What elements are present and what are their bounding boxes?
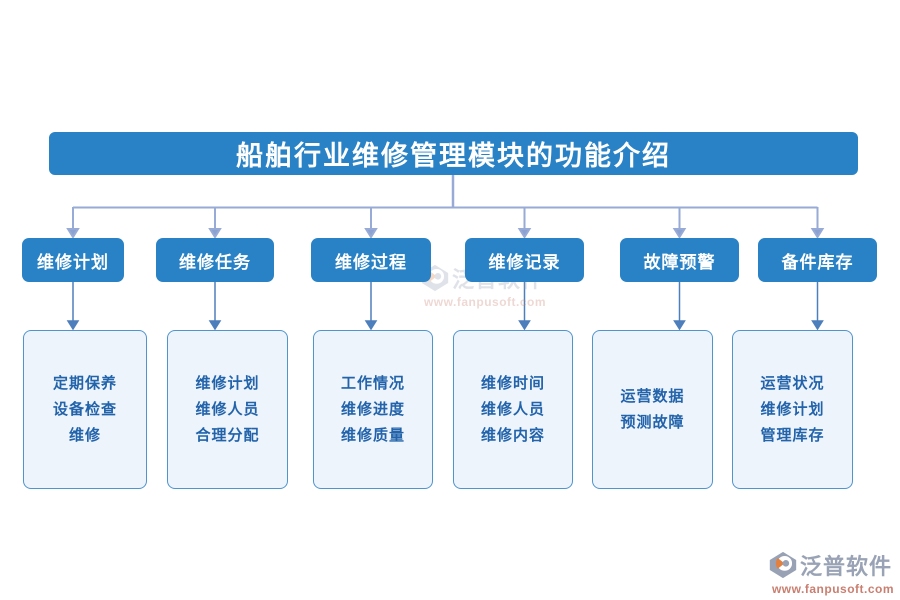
detail-line: 运营数据 xyxy=(620,387,685,405)
detail-lines: 运营状况 维修计划 管理库存 xyxy=(760,371,824,449)
detail-line: 维修进度 xyxy=(340,400,405,418)
detail-line: 定期保养 xyxy=(52,374,117,392)
module-box-spare-parts-inventory: 备件库存 xyxy=(758,238,877,282)
detail-box-fault-warning: 运营数据 预测故障 xyxy=(592,330,713,489)
detail-box-maintenance-plan: 定期保养 设备检查 维修 xyxy=(23,330,147,489)
detail-line: 设备检查 xyxy=(52,400,117,418)
detail-box-maintenance-process: 工作情况 维修进度 维修质量 xyxy=(313,330,433,489)
detail-line: 维修计划 xyxy=(195,374,260,392)
detail-line: 预测故障 xyxy=(620,413,685,431)
detail-lines: 维修计划 维修人员 合理分配 xyxy=(195,371,259,449)
watermark-url: www.fanpusoft.com xyxy=(771,582,895,596)
watermark-brand: 泛普软件 xyxy=(800,554,893,579)
detail-box-maintenance-task: 维修计划 维修人员 合理分配 xyxy=(167,330,288,489)
detail-box-maintenance-record: 维修时间 维修人员 维修内容 xyxy=(453,330,573,489)
module-box-fault-warning: 故障预警 xyxy=(620,238,739,282)
detail-line: 运营状况 xyxy=(760,374,825,392)
detail-line: 维修计划 xyxy=(760,400,825,418)
detail-line: 维修时间 xyxy=(480,374,545,392)
detail-lines: 运营数据 预测故障 xyxy=(620,384,684,436)
detail-line: 工作情况 xyxy=(340,374,405,392)
detail-line: 维修人员 xyxy=(195,400,260,418)
detail-line: 管理库存 xyxy=(760,426,825,444)
detail-box-spare-parts-inventory: 运营状况 维修计划 管理库存 xyxy=(732,330,853,489)
watermark-url: www.fanpusoft.com xyxy=(423,295,547,309)
detail-line: 维修质量 xyxy=(340,426,405,444)
module-box-maintenance-process: 维修过程 xyxy=(311,238,431,282)
fanpu-logo-icon xyxy=(769,551,797,579)
detail-lines: 工作情况 维修进度 维修质量 xyxy=(341,371,405,449)
watermark-bottom-right: 泛普软件 www.fanpusoft.com xyxy=(769,549,897,596)
detail-lines: 维修时间 维修人员 维修内容 xyxy=(481,371,545,449)
module-box-maintenance-task: 维修任务 xyxy=(156,238,274,282)
module-box-maintenance-record: 维修记录 xyxy=(465,238,584,282)
detail-line: 维修人员 xyxy=(480,400,545,418)
module-box-maintenance-plan: 维修计划 xyxy=(22,238,124,282)
diagram-title: 船舶行业维修管理模块的功能介绍 xyxy=(49,132,858,175)
detail-line: 合理分配 xyxy=(195,426,260,444)
detail-line: 维修内容 xyxy=(480,426,545,444)
detail-line: 维修 xyxy=(68,426,101,444)
detail-lines: 定期保养 设备检查 维修 xyxy=(53,371,117,449)
